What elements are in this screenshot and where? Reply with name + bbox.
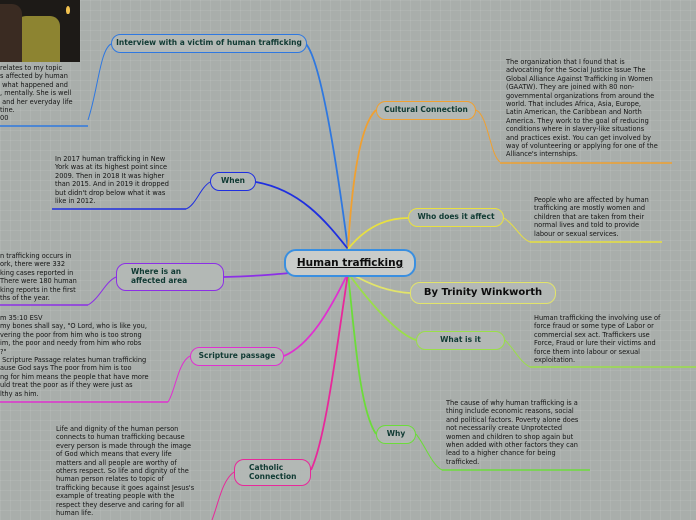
note-cultural: The organization that I found that is ad… bbox=[506, 58, 658, 159]
topic-why[interactable]: Why bbox=[376, 425, 416, 444]
candle-flame-icon bbox=[66, 6, 70, 14]
person-silhouette bbox=[0, 4, 22, 62]
victim-photo bbox=[0, 0, 80, 62]
note-link-where bbox=[88, 277, 116, 305]
note-link-interview bbox=[88, 44, 111, 120]
link-who bbox=[348, 218, 408, 249]
topic-where[interactable]: Where is an affected area bbox=[116, 263, 224, 291]
author-topic[interactable]: By Trinity Winkworth bbox=[410, 282, 556, 304]
note-interview: relates to my topic s affected by human … bbox=[0, 64, 73, 123]
link-why bbox=[348, 273, 376, 434]
topic-interview[interactable]: Interview with a victim of human traffic… bbox=[111, 34, 307, 53]
note-when: In 2017 human trafficking in New York wa… bbox=[55, 155, 169, 205]
note-link-scripture bbox=[168, 356, 190, 402]
topic-catholic-connection[interactable]: Catholic Connection bbox=[234, 459, 311, 486]
note-link-who bbox=[504, 218, 530, 242]
topic-when[interactable]: When bbox=[210, 172, 256, 191]
link-catholic bbox=[311, 273, 348, 470]
note-who: People who are affected by human traffic… bbox=[534, 196, 649, 238]
note-link-cultural bbox=[476, 110, 500, 162]
link-when bbox=[256, 182, 348, 249]
note-where: n trafficking occurs in ork, there were … bbox=[0, 252, 77, 302]
armchair-shape bbox=[16, 16, 60, 62]
topic-who-does-it-affect[interactable]: Who does it affect bbox=[408, 208, 504, 227]
note-catholic: Life and dignity of the human person con… bbox=[56, 425, 194, 517]
link-interview bbox=[306, 44, 348, 249]
note-link-why bbox=[416, 434, 442, 470]
note-scripture: m 35:10 ESV my bones shall say, "O Lord,… bbox=[0, 314, 149, 398]
topic-scripture-passage[interactable]: Scripture passage bbox=[190, 347, 284, 366]
topic-what-is-it[interactable]: What is it bbox=[416, 331, 505, 350]
central-topic[interactable]: Human trafficking bbox=[284, 249, 416, 277]
note-what: Human trafficking the involving use of f… bbox=[534, 314, 660, 364]
link-what bbox=[348, 273, 416, 340]
note-link-what bbox=[505, 340, 530, 367]
topic-cultural-connection[interactable]: Cultural Connection bbox=[376, 101, 476, 120]
note-link-when bbox=[186, 182, 210, 209]
note-why: The cause of why human trafficking is a … bbox=[446, 399, 578, 466]
note-link-catholic bbox=[212, 472, 234, 520]
